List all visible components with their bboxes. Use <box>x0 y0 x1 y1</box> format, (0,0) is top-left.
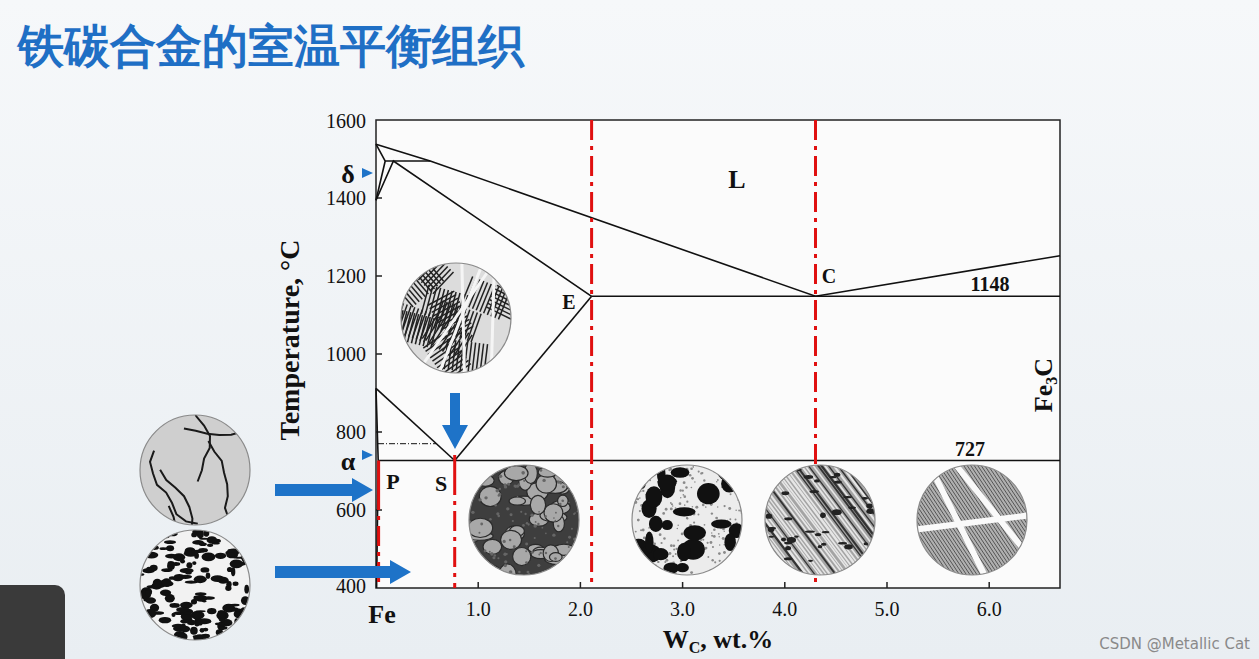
point-label: P <box>386 471 399 493</box>
slide-title: 铁碳合金的室温平衡组织 <box>18 23 524 69</box>
axis-ticks <box>376 198 989 588</box>
axis-tick-label: 1000 <box>326 344 366 364</box>
micrograph <box>827 460 1117 580</box>
point-label: S <box>435 473 447 495</box>
gs-line <box>376 388 455 460</box>
blue-arrows <box>275 168 468 584</box>
axis-tick-label: 600 <box>336 500 366 520</box>
red-marker <box>453 475 456 588</box>
blue-arrow <box>442 393 468 449</box>
micrograph <box>386 245 531 381</box>
axis-tick-label: 800 <box>336 422 366 442</box>
dark-corner-block <box>0 585 65 659</box>
gp-line <box>376 388 378 460</box>
axis-tick-label: 2.0 <box>568 599 593 619</box>
label-text: W <box>663 625 689 654</box>
micrograph <box>466 463 589 586</box>
label-text: Fe <box>1029 385 1058 412</box>
temperature-label: 1148 <box>971 274 1010 294</box>
small-arrowhead <box>362 168 373 178</box>
axis-tick-label: 5.0 <box>875 599 900 619</box>
eutectoid-line <box>378 460 1060 462</box>
micrograph <box>631 464 750 575</box>
phase-symbol: δ <box>341 162 355 188</box>
micrographs <box>60 245 1117 643</box>
axis-tick-label: 6.0 <box>977 599 1002 619</box>
axis-title: WC, wt.% <box>663 627 774 653</box>
micrograph <box>137 528 257 643</box>
label-text: C <box>1029 358 1058 377</box>
plot-frame <box>376 120 1060 588</box>
phase-symbol: α <box>341 449 356 475</box>
axis-tick-label: 3.0 <box>670 599 695 619</box>
axis-origin-label: Fe <box>368 602 395 628</box>
axis-tick-label: 1600 <box>326 111 366 131</box>
axis-tick-label: 4.0 <box>772 599 797 619</box>
axis-tick-label: 400 <box>336 576 366 596</box>
phase-lines <box>376 144 1060 588</box>
composition-markers <box>379 120 816 588</box>
peritectic-line <box>385 160 430 162</box>
axis-tick-label: 1400 <box>326 188 366 208</box>
point-label: E <box>562 292 575 312</box>
axis-tick-label: 1.0 <box>466 599 491 619</box>
compound-label: Fe3C <box>1031 358 1057 412</box>
label-text: , wt.% <box>700 625 773 654</box>
watermark: CSDN @Metallic Cat <box>1099 637 1250 652</box>
magnetic-line <box>378 443 436 444</box>
axis-tick-label: 1200 <box>326 266 366 286</box>
red-marker <box>377 461 380 491</box>
axis-title: Temperature, °C <box>276 240 304 441</box>
blue-arrow <box>275 478 373 502</box>
small-arrowhead <box>362 450 373 460</box>
point-label: C <box>822 266 836 286</box>
subscript-text: C <box>689 639 701 656</box>
red-marker <box>453 455 456 475</box>
red-marker <box>590 120 593 588</box>
subscript-text: 3 <box>1043 377 1060 385</box>
temperature-label: 727 <box>955 439 985 459</box>
eutectic-line <box>592 295 1060 297</box>
phase-region-label: L <box>728 167 745 193</box>
